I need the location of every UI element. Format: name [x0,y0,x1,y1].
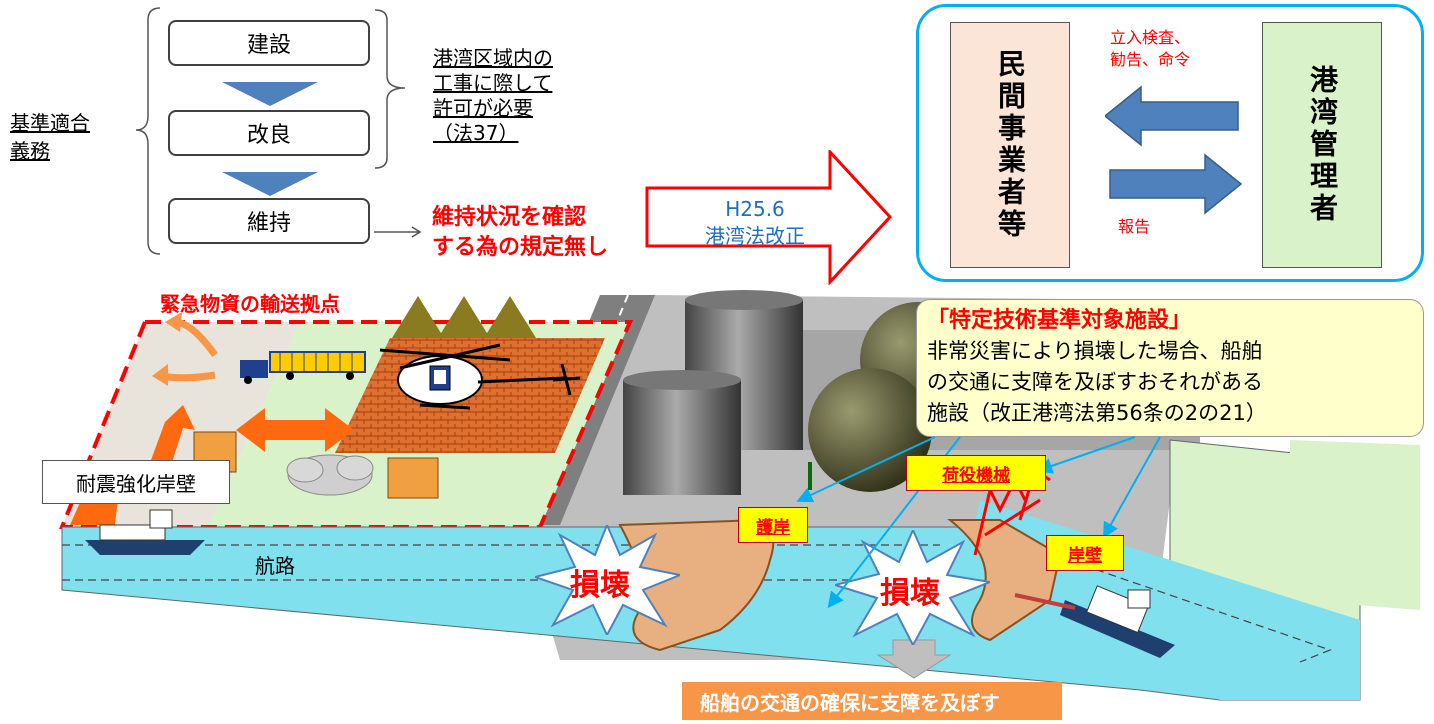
left-brace [135,7,161,255]
quay-label: 岸壁 [1046,535,1124,571]
revision-label: H25.6 港湾法改正 [660,196,850,250]
permit-line1: 港湾区域内の [433,46,553,70]
damage-label-1: 損壊 [570,568,630,603]
inspect-label: 立入検査、 勧告、命令 [1110,27,1190,71]
facility-callout: 「特定技術基準対象施設」 非常災害により損壊した場合、船舶 の交通に支障を及ぼす… [916,299,1424,437]
port-manager-box: 港湾管理者 [1262,22,1382,268]
report-arrow [1109,153,1243,215]
inspect-line2: 勧告、命令 [1110,50,1191,69]
facility-title: 「特定技術基準対象施設」 [927,308,1192,333]
no-rule-line1: 維持状況を確認 [432,205,587,230]
flow-construction: 建設 [168,20,370,66]
permit-line3: 許可が必要 [433,96,533,120]
obligation-label: 基準適合 義務 [10,109,90,165]
emergency-hub-label: 緊急物資の輸送拠点 [160,292,340,316]
port-manager-label: 港湾管理者 [1306,65,1339,225]
permit-line2: 工事に際して [433,71,553,95]
damage-burst-2 [835,530,990,645]
flow-improvement: 改良 [168,110,370,156]
facility-desc-2: の交通に支障を及ぼすおそれがある [927,370,1263,394]
obligation-line2: 義務 [10,139,50,163]
private-operator-label: 民間事業者等 [994,49,1027,241]
flow-arrow-2 [222,172,318,196]
flow-maintenance: 維持 [168,198,370,244]
flow-arrow-1 [222,82,318,106]
damage-burst-1 [535,525,680,635]
bottom-banner: 船舶の交通の確保に支障を及ぼす [682,682,1062,720]
cargo-machine-label: 荷役機械 [906,455,1046,491]
inspect-line1: 立入検査、 [1110,28,1191,47]
revision-law: 港湾法改正 [705,224,805,248]
revetment-label: 護岸 [738,507,808,543]
obligation-line1: 基準適合 [10,111,90,135]
no-rule-note: 維持状況を確認 する為の規定無し [432,203,608,263]
report-label: 報告 [1118,217,1151,236]
facility-desc-1: 非常災害により損壊した場合、船舶 [927,339,1263,363]
damage-label-2: 損壊 [880,576,940,611]
quake-wharf-label: 耐震強化岸壁 [42,460,230,504]
no-rule-line2: する為の規定無し [432,235,609,260]
channel-label: 航路 [255,554,295,578]
maint-pointer [374,226,422,238]
revision-date: H25.6 [725,197,785,221]
inspect-arrow [1105,85,1239,147]
facility-desc-3: 施設（改正港湾法第56条の2の21） [927,401,1267,425]
permit-line4: （法37） [433,121,519,145]
permit-note: 港湾区域内の 工事に際して 許可が必要 （法37） [433,46,553,146]
right-brace [374,9,406,169]
private-operator-box: 民間事業者等 [950,22,1070,268]
revision-arrow [645,150,893,285]
